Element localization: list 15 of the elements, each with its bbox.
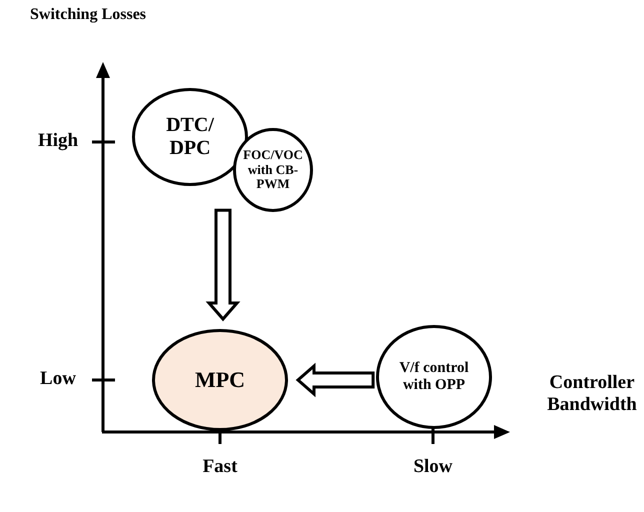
hollow-arrow bbox=[206, 208, 240, 322]
tick-label: Fast bbox=[202, 456, 238, 478]
node-label: V/f control with OPP bbox=[398, 360, 470, 394]
tick-label: High bbox=[36, 130, 80, 152]
ellipse-node bbox=[376, 325, 492, 429]
tick-label: Slow bbox=[412, 456, 454, 478]
node-label: DTC/ DPC bbox=[165, 114, 215, 160]
hollow-arrow bbox=[296, 362, 375, 398]
node-label: FOC/VOC with CB-PWM bbox=[242, 148, 304, 192]
tick-label: Low bbox=[39, 368, 77, 390]
node-label: MPC bbox=[194, 367, 246, 393]
axis-title: Switching Losses bbox=[30, 6, 146, 24]
ellipse-node bbox=[233, 128, 313, 212]
axis-title: Controller Bandwidth bbox=[546, 372, 638, 416]
highlighted-ellipse bbox=[152, 329, 288, 431]
